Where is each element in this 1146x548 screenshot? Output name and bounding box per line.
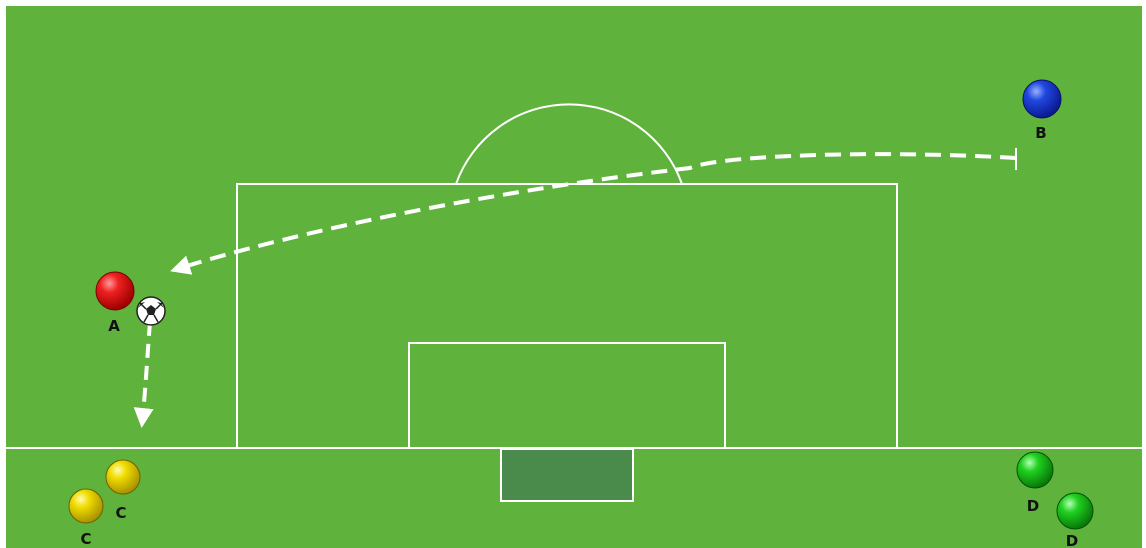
player-c-1-marker — [69, 489, 103, 523]
goal — [501, 449, 633, 501]
soccer-ball-icon — [137, 297, 165, 325]
player-c-2-label: C — [115, 504, 126, 522]
player-d-2-label: D — [1066, 532, 1078, 548]
player-b-marker — [1023, 80, 1061, 118]
player-a-marker — [96, 272, 134, 310]
player-d-2-marker — [1057, 493, 1093, 529]
player-a-label: A — [108, 317, 120, 335]
player-d-1-label: D — [1027, 497, 1039, 515]
player-d-1-marker — [1017, 452, 1053, 488]
player-c-2-marker — [106, 460, 140, 494]
player-b-label: B — [1035, 124, 1046, 142]
player-c-1-label: C — [80, 530, 91, 548]
